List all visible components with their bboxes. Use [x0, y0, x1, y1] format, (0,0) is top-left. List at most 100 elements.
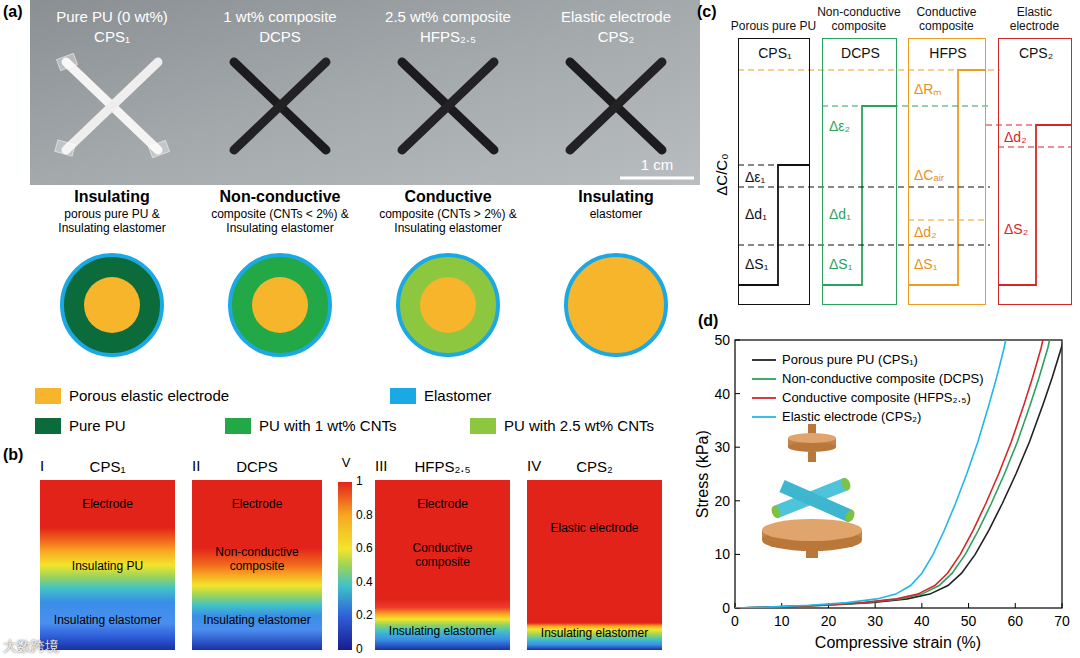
tick-label: 40 [700, 386, 730, 402]
axis-title: Stress (kPa) [694, 409, 712, 539]
tick-label: 10 [700, 546, 730, 562]
box-title: CPS₁ [742, 45, 808, 61]
watermark: 大数跨境 [3, 638, 83, 654]
legend-line-sample [752, 416, 776, 418]
colorbar-label: 0.6 [356, 542, 386, 556]
capacitance-box: Porous pure PUCPS₁Δε₁Δd₁ΔS₁ [738, 38, 810, 305]
increment-label: ΔCₐᵢᵣ [914, 167, 944, 183]
category-label: composite (CNTs < 2%) & Insulating elast… [205, 208, 355, 236]
photo-caption: 2.5 wt% composite [363, 8, 533, 25]
box-title: HFPS [912, 45, 984, 61]
x-tick [875, 603, 876, 608]
layer-label: Electrode [195, 498, 319, 512]
legend-swatch [35, 388, 61, 404]
y-tick [735, 447, 740, 448]
legend-text: Porous elastic electrode [69, 387, 229, 404]
increment-label: ΔS₁ [829, 256, 852, 272]
column-heading: DCPS [195, 458, 319, 475]
tick-label: 30 [860, 613, 890, 629]
capacitance-steps [738, 70, 1072, 285]
layer-label: Electrode [43, 498, 172, 512]
legend-swatch [470, 418, 496, 434]
category-label: Conductive [365, 188, 531, 206]
plot-frame [735, 340, 1062, 608]
axis-title: ΔC/C₀ [713, 135, 730, 215]
reference-dashes [738, 70, 1072, 245]
increment-label: ΔS₁ [745, 256, 768, 272]
compression-illustration [762, 424, 862, 558]
box-heading: Porous pure PU [730, 19, 816, 33]
potential-field-column: IIDCPSElectrodeNon-conductive compositeI… [192, 480, 322, 650]
increment-label: Δd₁ [829, 206, 851, 222]
layer-label: Electrode [378, 498, 507, 512]
column-heading: HFPS₂.₅ [378, 458, 507, 475]
axis-title: Compressive strain (%) [778, 634, 1018, 652]
colorbar-label: 0.4 [356, 576, 386, 590]
increment-label: Δε₂ [829, 118, 850, 134]
layer-label: Insulating elastomer [43, 614, 172, 628]
category-label: porous pure PU & Insulating elastomer [37, 208, 187, 236]
panel-letter: (b) [3, 446, 37, 464]
layer-label: Elastic electrode [550, 522, 640, 536]
legend-text: PU with 1 wt% CNTs [259, 417, 397, 434]
increment-label: ΔS₂ [1004, 221, 1028, 237]
tick-label: 30 [700, 439, 730, 455]
category-label: Insulating [536, 188, 696, 206]
layer-label: Insulating elastomer [378, 625, 507, 639]
x-tick [1015, 603, 1016, 608]
potential-field-column: IIIHFPS₂.₅ElectrodeConductive compositeI… [375, 480, 510, 650]
tick-label: 40 [907, 613, 937, 629]
legend-text: PU with 2.5 wt% CNTs [504, 417, 654, 434]
box-title: CPS₂ [1002, 45, 1070, 61]
legend-text: Elastomer [424, 387, 492, 404]
tick-label: 10 [767, 613, 797, 629]
legend-text: Porous pure PU (CPS₁) [782, 352, 918, 368]
x-tick [1062, 603, 1063, 608]
box-heading: Elastic electrode [990, 5, 1078, 33]
fiber-crosses [66, 62, 662, 150]
increment-label: Δε₁ [745, 169, 765, 185]
increment-label: ΔRₘ [914, 81, 942, 97]
increment-label: Δd₂ [914, 224, 937, 240]
y-tick [735, 554, 740, 555]
stress-strain-curve [735, 340, 1015, 608]
panel-letter: (d) [698, 312, 732, 330]
column-heading: I [40, 458, 44, 474]
stress-strain-curve [735, 340, 1061, 608]
stress-strain-curves [735, 340, 1062, 608]
category-label: Insulating [29, 188, 195, 206]
legend-swatch [390, 388, 416, 404]
column-heading: CPS₂ [530, 458, 659, 475]
scale-bar [620, 177, 694, 180]
stress-strain-curve [735, 340, 1054, 608]
legend-text: Non-conductive composite (DCPS) [782, 371, 984, 387]
photo-caption: 1 cm [627, 156, 687, 173]
tick-label: 20 [700, 493, 730, 509]
column-heading: II [192, 458, 200, 474]
legend-swatch [225, 418, 251, 434]
potential-field-column: ICPS₁ElectrodeInsulating PUInsulating el… [40, 480, 175, 650]
column-heading: CPS₁ [43, 458, 172, 475]
y-tick [735, 393, 740, 394]
layer-label: Non-conductive composite [205, 546, 309, 574]
box-heading: Non-conductive composite [814, 5, 903, 33]
panel-letter: (a) [3, 3, 37, 21]
legend-text: Pure PU [69, 417, 126, 434]
tick-label: 20 [813, 613, 843, 629]
colorbar-label: V [336, 456, 356, 471]
tick-label: 50 [700, 332, 730, 348]
potential-field-column: IVCPS₂Elastic electrodeInsulating elasto… [527, 480, 662, 650]
category-label: Non-conductive [197, 188, 363, 206]
tick-label: 60 [1000, 613, 1030, 629]
capacitance-box: Conductive compositeHFPSΔRₘΔCₐᵢᵣΔd₂ΔS₁ [908, 38, 986, 305]
column-heading: III [375, 458, 388, 474]
axis-ticks [735, 340, 1062, 608]
panel-letter: (c) [697, 3, 731, 21]
x-tick [921, 603, 922, 608]
stress-strain-curve [735, 340, 1062, 608]
capacitance-box: Non-conductive compositeDCPSΔε₂Δd₁ΔS₁ [822, 38, 897, 305]
layer-label: Conductive composite [393, 542, 493, 570]
increment-label: Δd₂ [1004, 129, 1027, 145]
box-title: DCPS [826, 45, 895, 61]
tape-pieces [55, 53, 170, 157]
